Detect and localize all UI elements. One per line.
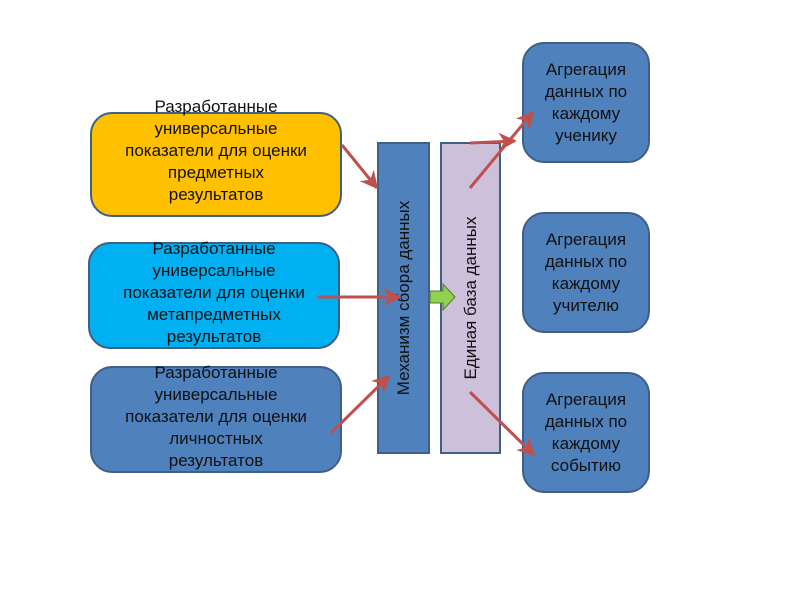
arrow-subject-to-mechanism [340, 144, 379, 190]
agg-line: Агрегация [545, 229, 627, 249]
source-line: Разработанные [154, 363, 278, 382]
source-line: результатов [166, 327, 262, 346]
source-line: предметных [167, 163, 265, 182]
agg-line: каждому [551, 103, 621, 123]
source-line: результатов [168, 451, 264, 470]
source-line: показатели для оценки [125, 141, 307, 160]
source-box-personal: Разработанные универсальные показатели д… [90, 363, 342, 473]
aggregation-box-event: Агрегация данных по каждому событию [522, 372, 650, 493]
block-arrow-mechanism-to-db [429, 282, 456, 312]
source-line: результатов [168, 185, 264, 204]
agg-line: данных по [544, 411, 628, 431]
source-box-metasubject: Разработанные универсальные показатели д… [88, 239, 340, 349]
source-line: Разработанные [152, 239, 276, 258]
source-line: личностных [169, 429, 263, 448]
agg-line: данных по [544, 251, 628, 271]
source-line: метапредметных [147, 305, 281, 324]
source-line: Разработанные [154, 97, 278, 116]
agg-line: каждому [551, 273, 621, 293]
agg-line: Агрегация [545, 59, 627, 79]
source-line: универсальные [152, 261, 276, 280]
aggregation-box-teacher: Агрегация данных по каждому учителю [522, 212, 650, 333]
agg-line: каждому [551, 433, 621, 453]
arrow-db-to-student [468, 110, 535, 189]
source-box-subject: Разработанные универсальные показатели д… [90, 97, 342, 217]
agg-line: ученику [555, 125, 617, 145]
agg-line: событию [550, 455, 622, 475]
agg-line: данных по [544, 81, 628, 101]
agg-line: Агрегация [545, 389, 627, 409]
source-line: универсальные [154, 385, 278, 404]
arrow-db-to-event [468, 390, 536, 457]
arrow-personal-to-mechanism [329, 374, 391, 435]
source-line: универсальные [154, 119, 278, 138]
aggregation-box-student: Агрегация данных по каждому ученику [522, 42, 650, 163]
agg-line: учителю [552, 295, 619, 315]
source-line: показатели для оценки [125, 407, 307, 426]
source-line: показатели для оценки [123, 283, 305, 302]
